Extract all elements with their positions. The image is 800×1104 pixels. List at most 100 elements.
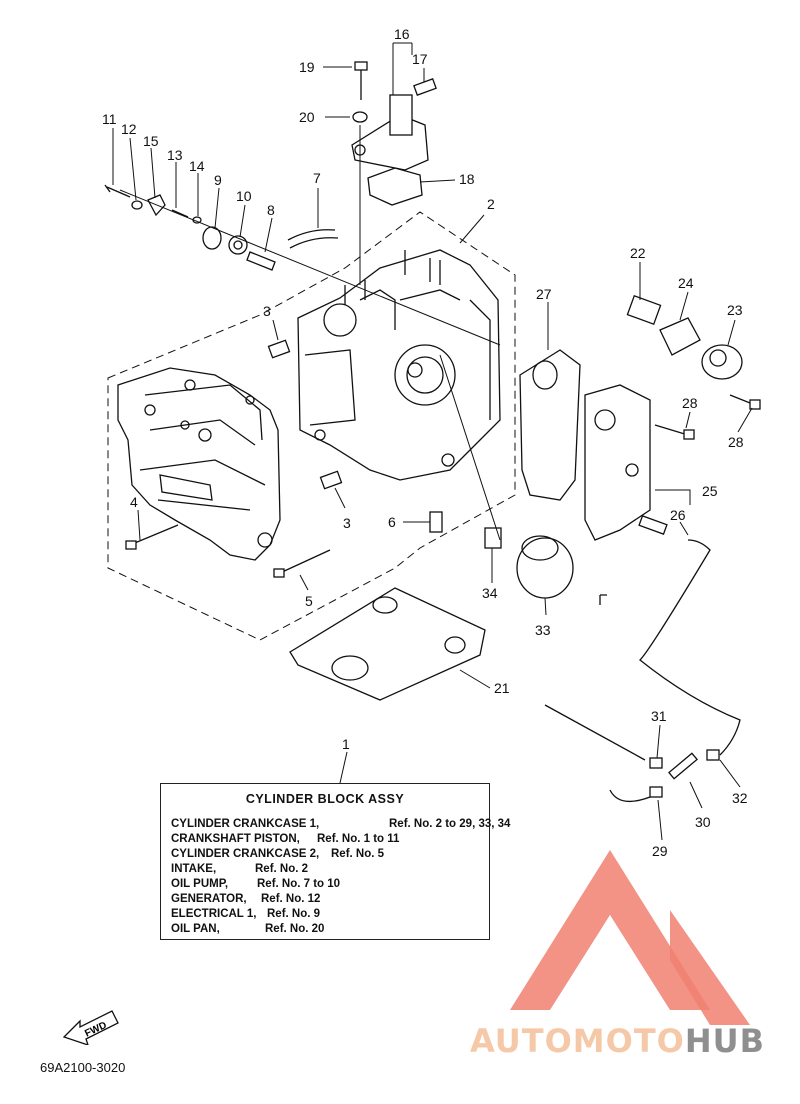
- forward-arrow-icon: FWD: [62, 1010, 119, 1045]
- callout-33: 33: [535, 622, 551, 638]
- shaft-8: [246, 251, 276, 271]
- callout-19: 19: [299, 59, 315, 75]
- pipe-6: [429, 511, 443, 533]
- reference-row: OIL PAN, Ref. No. 20: [171, 923, 324, 935]
- callout-18: 18: [459, 171, 475, 187]
- reference-value: Ref. No. 2 to 29, 33, 34: [389, 818, 511, 830]
- bolt-28b: [729, 394, 761, 410]
- callout-24: 24: [678, 275, 694, 291]
- reference-name: CRANKSHAFT PISTON,: [171, 833, 300, 845]
- reference-value: Ref. No. 2: [255, 863, 309, 875]
- reference-row: INTAKE, Ref. No. 2: [171, 863, 308, 875]
- gasket-21: [289, 587, 486, 701]
- gasket-18: [367, 167, 423, 206]
- leader-lines: [112, 42, 753, 841]
- callout-9: 9: [214, 172, 222, 188]
- callout-27: 27: [536, 286, 552, 302]
- hose-assembly: [544, 539, 741, 802]
- reference-name: ELECTRICAL 1,: [171, 908, 257, 920]
- reference-value: Ref. No. 5: [331, 848, 385, 860]
- callout-34: 34: [482, 585, 498, 601]
- plug-17: [413, 78, 437, 96]
- crankcase-1: [297, 249, 501, 481]
- callout-1: 1: [342, 736, 350, 752]
- reference-value: Ref. No. 7 to 10: [257, 878, 341, 890]
- callout-31: 31: [651, 708, 667, 724]
- watermark-text: AUTOMOTOHUB: [470, 1022, 765, 1060]
- bolt-11: [104, 184, 131, 198]
- reference-row: CRANKSHAFT PISTON, Ref. No. 1 to 11: [171, 833, 399, 845]
- callout-25: 25: [702, 483, 718, 499]
- crankcase-2: [117, 367, 281, 561]
- automotohub-logo-icon: [510, 850, 750, 1025]
- callout-3a: 3: [263, 303, 271, 319]
- reference-row: ELECTRICAL 1, Ref. No. 9: [171, 908, 320, 920]
- callout-8: 8: [267, 202, 275, 218]
- bolt-5: [273, 549, 331, 578]
- thermostat-23: [701, 344, 743, 380]
- bolt-4: [125, 524, 179, 550]
- union-34: [484, 527, 502, 549]
- seal-10: [228, 235, 248, 255]
- gasket-24: [659, 317, 701, 356]
- callout-29: 29: [652, 843, 668, 859]
- callout-10: 10: [236, 188, 252, 204]
- callout-13: 13: [167, 147, 183, 163]
- plate-25: [584, 384, 651, 541]
- callout-4: 4: [130, 494, 138, 510]
- callout-17: 17: [412, 51, 428, 67]
- watermark-part2: HUB: [684, 1022, 766, 1060]
- callout-14: 14: [189, 158, 205, 174]
- fitting-26: [638, 515, 668, 535]
- reference-value: Ref. No. 1 to 11: [317, 833, 400, 845]
- callout-16: 16: [394, 26, 410, 42]
- callout-11: 11: [102, 111, 117, 127]
- callout-30: 30: [695, 814, 711, 830]
- reference-row: CYLINDER CRANKCASE 1, Ref. No. 2 to 29, 3…: [171, 818, 510, 830]
- sleeve-3b: [319, 470, 343, 490]
- callout-7: 7: [313, 170, 321, 186]
- callout-21: 21: [494, 680, 510, 696]
- callout-3b: 3: [343, 515, 351, 531]
- reference-name: GENERATOR,: [171, 893, 247, 905]
- assembly-reference-box: CYLINDER BLOCK ASSY CYLINDER CRANKCASE 1…: [160, 783, 510, 940]
- hose-7: [287, 229, 339, 249]
- bolt-28a: [654, 424, 695, 440]
- callout-2: 2: [487, 196, 495, 212]
- callout-15: 15: [143, 133, 159, 149]
- reference-value: Ref. No. 20: [265, 923, 325, 935]
- callout-5: 5: [305, 593, 313, 609]
- watermark-part1: AUTOMOTO: [470, 1022, 685, 1060]
- washer-12: [131, 200, 143, 210]
- reference-row: GENERATOR, Ref. No. 12: [171, 893, 320, 905]
- sleeve-3: [267, 339, 291, 359]
- reference-name: CYLINDER CRANKCASE 1,: [171, 818, 320, 830]
- callout-26: 26: [670, 507, 686, 523]
- reference-value: Ref. No. 9: [267, 908, 321, 920]
- sensor-22: [626, 294, 662, 326]
- reference-value: Ref. No. 12: [261, 893, 321, 905]
- drawing-code: 69A2100-3020: [40, 1060, 126, 1075]
- reference-row: CYLINDER CRANKCASE 2, Ref. No. 5: [171, 848, 384, 860]
- callout-32: 32: [732, 790, 748, 806]
- assembly-title: CYLINDER BLOCK ASSY: [245, 792, 405, 806]
- reference-name: OIL PAN,: [171, 923, 220, 935]
- reference-name: OIL PUMP,: [171, 878, 229, 890]
- callout-23: 23: [727, 302, 743, 318]
- callout-22: 22: [630, 245, 646, 261]
- callout-6: 6: [388, 514, 396, 530]
- callout-28a: 28: [682, 395, 698, 411]
- crankcase-assembly-outline: [107, 211, 516, 641]
- callout-28b: 28: [728, 434, 744, 450]
- gasket-27: [519, 349, 581, 501]
- callout-12: 12: [121, 121, 137, 137]
- reference-row: OIL PUMP, Ref. No. 7 to 10: [171, 878, 340, 890]
- reference-name: CYLINDER CRANKCASE 2,: [171, 848, 320, 860]
- callout-20: 20: [299, 109, 315, 125]
- oil-filter-33: [516, 535, 574, 599]
- reference-name: INTAKE,: [171, 863, 217, 875]
- bolt-19: [354, 61, 368, 100]
- washer-20: [352, 111, 368, 123]
- screw-13: [171, 209, 189, 218]
